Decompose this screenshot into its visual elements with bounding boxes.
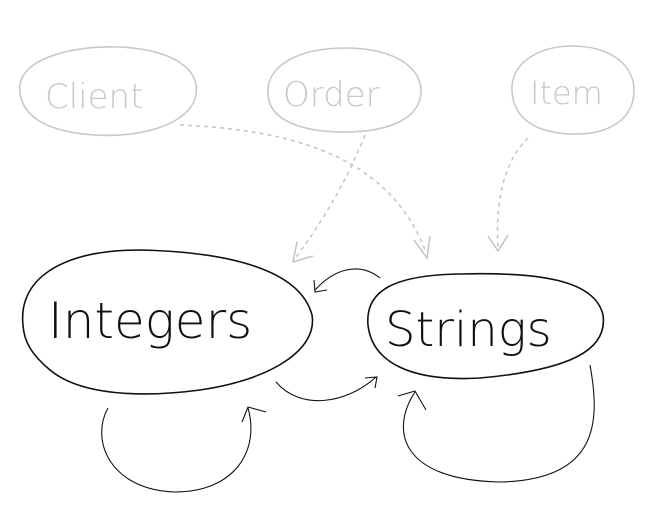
edge-strings-integers	[313, 268, 381, 293]
node-integers: Integers	[21, 249, 314, 395]
node-label: Client	[45, 77, 143, 117]
node-order: Order	[267, 47, 422, 133]
edge-integers-self-loop	[101, 406, 267, 493]
edge-order-integers	[292, 134, 366, 264]
node-strings: Strings	[367, 272, 605, 380]
node-label: Order	[283, 75, 380, 115]
edge-client-strings	[179, 124, 431, 260]
edge-item-strings	[487, 137, 529, 253]
node-label: Strings	[385, 302, 552, 358]
node-label: Item	[530, 74, 603, 112]
node-label: Integers	[48, 292, 252, 350]
node-client: Client	[19, 46, 198, 137]
edge-integers-strings	[275, 376, 378, 402]
node-item: Item	[511, 45, 635, 135]
edge-strings-self-loop	[397, 364, 595, 483]
